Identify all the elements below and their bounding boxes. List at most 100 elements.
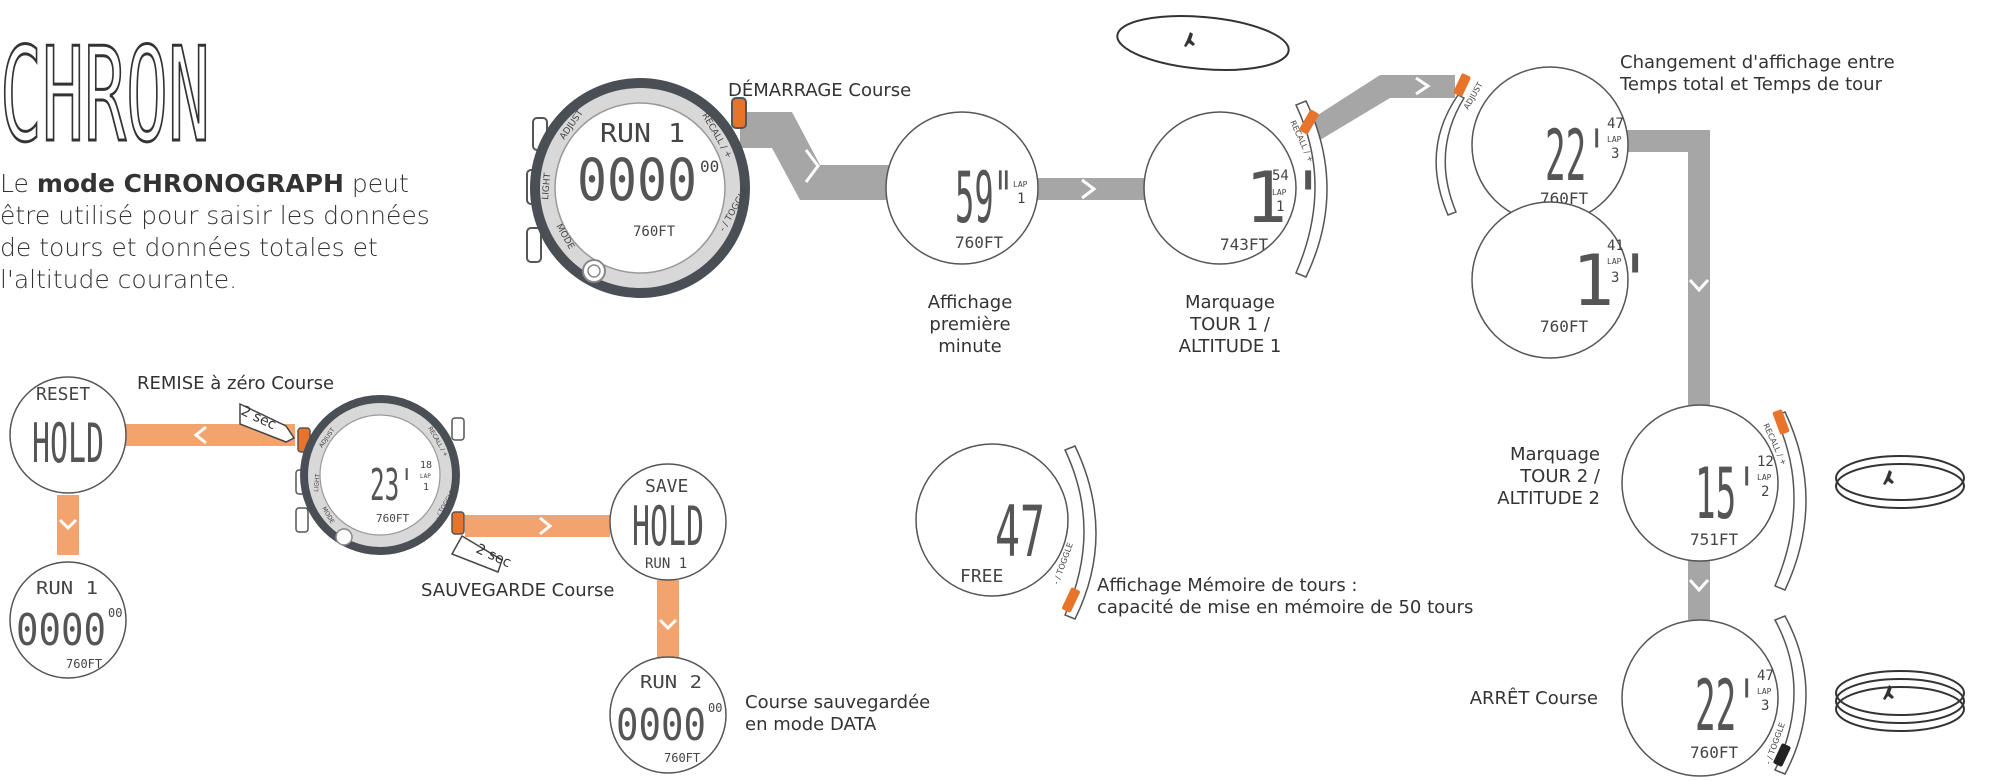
small-watch: ADJUST LIGHT MODE RECALL / + - / TOGGLE …: [295, 395, 465, 555]
lap-number: 3: [1611, 146, 1619, 162]
display-first-minute: 59" LAP 1 760FT: [885, 111, 1039, 265]
display-bottom: RUN 1: [645, 556, 687, 572]
label-memoire: Affichage Mémoire de tours : capacité de…: [1097, 575, 1474, 618]
display-big: 0000: [16, 605, 106, 656]
label-arret: ARRÊT Course: [1469, 688, 1598, 709]
label-affichage-premiere: Affichage première minute: [927, 292, 1013, 357]
lap-label: LAP: [1013, 180, 1028, 189]
label-demarrage: DÉMARRAGE Course: [728, 80, 912, 101]
watch-face: [319, 414, 441, 536]
label-sauvegarde: SAUVEGARDE Course: [421, 580, 615, 601]
display-big: 22': [1545, 115, 1607, 197]
chevron-right-icon: [1415, 76, 1431, 96]
display-save: SAVE HOLD RUN 1: [609, 463, 727, 581]
watch-toggle-button: [451, 511, 465, 535]
lap-label: LAP: [1757, 473, 1772, 482]
press-hand-icon: [239, 402, 503, 573]
intro-prefix: Le: [0, 169, 37, 198]
watch-bottom-ring: [582, 259, 606, 283]
display-big: 0000: [577, 146, 697, 214]
watch-bezel-arc: [1773, 411, 1807, 591]
display-small: 00: [108, 606, 122, 620]
watch-bezel-arc: [1294, 100, 1328, 278]
display-circle: [9, 561, 127, 679]
watch-side-button: [295, 507, 309, 533]
display-big: 0000: [616, 700, 706, 751]
runner-icon: [1184, 32, 1195, 47]
track-illustration-1: [1116, 15, 1290, 71]
running-track-icon: [1835, 455, 1965, 501]
running-track-icon: [1835, 678, 1965, 724]
label-course-sauvegardee: Course sauvegardée en mode DATA: [745, 692, 931, 735]
display-top: RUN 1: [36, 578, 98, 599]
watch-bezel-arc: [1773, 615, 1807, 775]
intro-mode-name: mode CHRONOGRAPH: [36, 169, 344, 198]
watch-recall-button: [1299, 109, 1319, 135]
lap-label: LAP: [1272, 188, 1287, 197]
display-total: ADJUST 22' 47 LAP 3 760FT: [1435, 66, 1629, 224]
runner-icon: [1883, 685, 1894, 700]
display-circle: [9, 376, 127, 494]
display-lap1: RECALL / + 1' 54 LAP 1 743FT: [1143, 100, 1329, 278]
display-circle: [1621, 619, 1779, 777]
display-small: 54: [1272, 168, 1289, 184]
display-circle: [609, 656, 727, 774]
track-illustration-3: [1835, 670, 1965, 732]
running-track-icon: [1835, 686, 1965, 732]
watch-bottom-ring: [335, 528, 353, 546]
flow-segment: [1310, 75, 1455, 140]
flow-segment: [1015, 178, 1155, 200]
display-circle: [1471, 201, 1629, 359]
display-laptime: 1' 41 LAP 3 760FT: [1471, 201, 1656, 359]
watch-button-label-light: LIGHT: [541, 172, 553, 200]
lap-number: 3: [1761, 698, 1769, 714]
intro-paragraph: Le mode CHRONOGRAPH peut être utilisé po…: [0, 168, 460, 296]
display-altitude: 760FT: [376, 512, 409, 525]
chevron-down-icon: [58, 518, 78, 531]
flow-segment: [1688, 130, 1710, 405]
display-big: HOLD: [32, 412, 104, 475]
display-circle: [609, 463, 727, 581]
display-big: 1': [1572, 240, 1656, 322]
display-altitude: 760FT: [633, 224, 676, 240]
watch-recall-button: [731, 97, 747, 129]
chevron-down-icon: [1688, 578, 1710, 593]
nike-swoosh-icon: [632, 82, 654, 88]
watch-toggle-button: [1062, 587, 1080, 613]
display-altitude: 760FT: [664, 751, 700, 765]
display-big: 15': [1695, 453, 1757, 535]
watch-bezel-arc: [1063, 445, 1097, 620]
lap-number: 2: [1761, 484, 1769, 500]
lap-label: LAP: [420, 473, 431, 480]
nike-swoosh-icon: [374, 399, 390, 404]
chevron-right-icon: [1081, 178, 1097, 200]
lap-label: LAP: [1757, 687, 1772, 696]
gray-flow-chevrons: [804, 76, 1710, 593]
display-circle: [1621, 404, 1779, 562]
display-top: SAVE: [645, 476, 688, 497]
intro-rest: peut être utilisé pour saisir les donnée…: [0, 169, 430, 294]
display-big: 23': [370, 460, 414, 511]
display-stop: - / TOGGLE 22' 47 LAP 3 760FT: [1621, 615, 1807, 777]
display-big: 1': [1245, 157, 1329, 239]
display-lap2: RECALL / + 15' 12 LAP 2 751FT: [1621, 404, 1807, 591]
chevron-right-icon: [539, 516, 553, 536]
orange-flow-chevrons: [58, 425, 678, 631]
lap-label: LAP: [1607, 257, 1622, 266]
mode-title: CHRON: [0, 19, 210, 171]
display-altitude: 760FT: [1690, 743, 1739, 762]
watch-side-button: [526, 227, 542, 263]
display-reset-result: RUN 1 0000 00 760FT: [9, 561, 127, 679]
display-small: 47: [1607, 116, 1624, 132]
display-altitude: 743FT: [1220, 235, 1269, 254]
watch-recall-button: [1453, 73, 1471, 97]
chevron-left-icon: [193, 425, 207, 445]
lap-label: LAP: [1607, 135, 1622, 144]
lap-number: 1: [1017, 191, 1025, 207]
display-circle: [1143, 111, 1297, 265]
display-small: 00: [700, 157, 719, 176]
display-small: 41: [1607, 238, 1624, 254]
watch-face: [554, 102, 726, 274]
display-bottom: FREE: [960, 566, 1003, 587]
